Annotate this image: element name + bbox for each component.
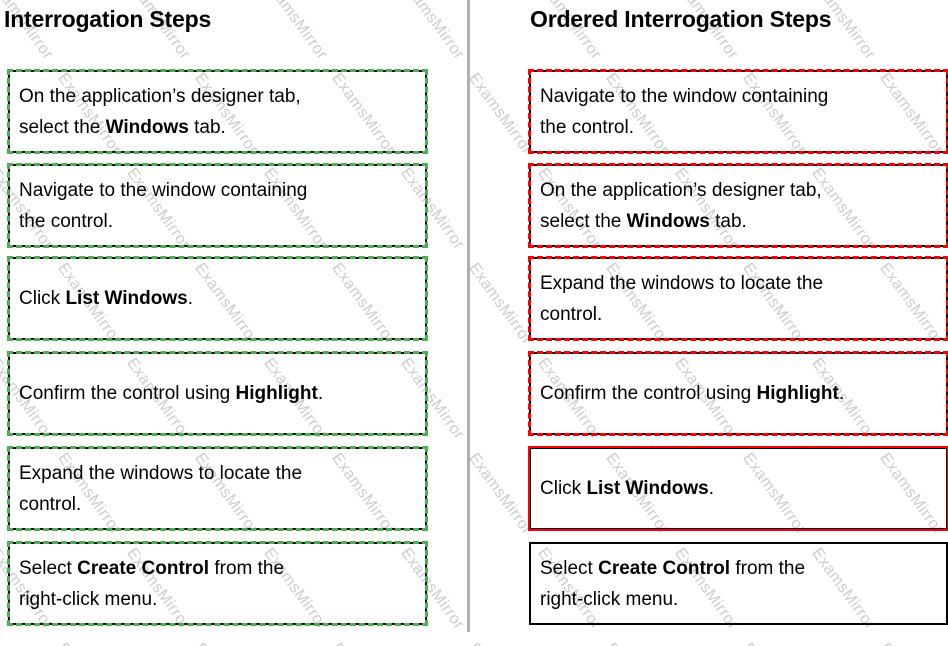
step-text-line: Select Create Control from the	[540, 557, 806, 579]
step-card-left-5[interactable]: Expand the windows to locate the control…	[7, 446, 428, 531]
step-text-line: right-click menu.	[19, 588, 158, 610]
step-text-line: the control.	[540, 116, 634, 138]
watermark-text: ExamsMirror	[464, 640, 535, 646]
step-text-line: Select Create Control from the	[19, 557, 285, 579]
step-card-left-1[interactable]: On the application’s designer tab, selec…	[7, 69, 428, 154]
step-text-line: Confirm the control using Highlight.	[540, 383, 845, 404]
step-card-right-1[interactable]: Navigate to the window containing the co…	[528, 69, 948, 154]
step-text-line: Click List Windows.	[19, 288, 194, 309]
step-card-left-6[interactable]: Select Create Control from the right-cli…	[7, 541, 428, 626]
watermark-text: ExamsMirror	[190, 640, 261, 646]
step-text-line: Expand the windows to locate the	[540, 272, 824, 294]
left-column-title: Interrogation Steps	[4, 6, 212, 32]
step-text-line: right-click menu.	[540, 588, 679, 610]
step-text-line: Click List Windows.	[540, 478, 715, 499]
right-column-title: Ordered Interrogation Steps	[530, 6, 832, 32]
column-divider	[467, 0, 470, 632]
step-card-right-2[interactable]: On the application’s designer tab, selec…	[528, 163, 948, 248]
step-card-right-5[interactable]: Click List Windows.	[528, 446, 948, 531]
watermark-text: ExamsMirror	[53, 640, 124, 646]
watermark-text: ExamsMirror	[465, 260, 536, 348]
watermark-text: ExamsMirror	[945, 0, 948, 63]
watermark-text: ExamsMirror	[738, 640, 809, 646]
watermark-text: ExamsMirror	[397, 0, 468, 63]
step-text-line: Expand the windows to locate the	[19, 462, 303, 484]
step-text-line: On the application’s designer tab,	[540, 179, 822, 201]
step-card-left-2[interactable]: Navigate to the window containing the co…	[7, 163, 428, 248]
step-text-line: the control.	[19, 210, 113, 232]
watermark-text: ExamsMirror	[465, 70, 536, 158]
step-text-line: control.	[540, 303, 603, 325]
step-text-line: Navigate to the window containing	[19, 179, 308, 201]
step-text-line: select the Windows tab.	[19, 116, 226, 138]
step-text-line: control.	[19, 493, 82, 515]
step-text-line: Confirm the control using Highlight.	[19, 383, 324, 404]
watermark-text: ExamsMirror	[601, 640, 672, 646]
watermark-text: ExamsMirror	[327, 640, 398, 646]
watermark-text: ExamsMirror	[260, 0, 331, 63]
step-text-line: Navigate to the window containing	[540, 85, 829, 107]
step-text-line: select the Windows tab.	[540, 210, 747, 232]
step-card-left-4[interactable]: Confirm the control using Highlight.	[7, 351, 428, 436]
step-card-right-6[interactable]: Select Create Control from the right-cli…	[529, 542, 948, 625]
step-text-line: On the application’s designer tab,	[19, 85, 301, 107]
watermark-text: ExamsMirror	[465, 450, 536, 538]
watermark-text: ExamsMirror	[875, 640, 946, 646]
step-card-left-3[interactable]: Click List Windows.	[7, 256, 428, 341]
step-card-right-4[interactable]: Confirm the control using Highlight.	[528, 351, 948, 436]
step-card-right-3[interactable]: Expand the windows to locate the control…	[528, 256, 948, 341]
